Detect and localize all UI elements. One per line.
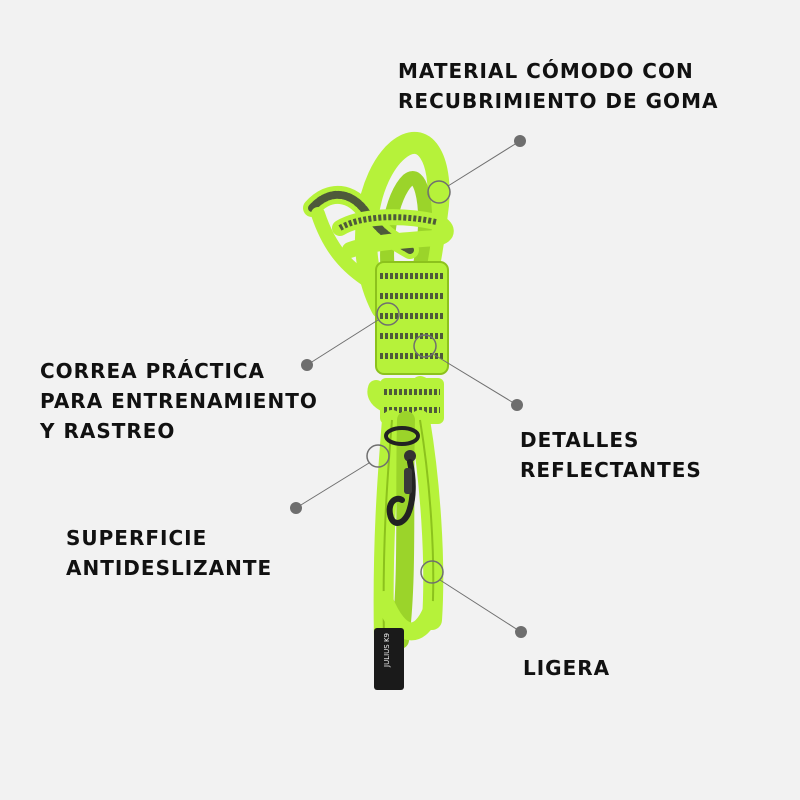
callout-connector-correa (301, 302, 400, 371)
callout-text-line: CORREA PRÁCTICA (40, 359, 266, 383)
callout-text-line: DETALLES (520, 428, 640, 452)
snap-hook-icon (384, 426, 420, 526)
leash-cross-strap-reflective (338, 214, 437, 231)
callout-text-line: PARA ENTRENAMIENTO (40, 389, 318, 413)
leash-tag: JULIUS K9 (374, 628, 404, 690)
callout-text-line: MATERIAL CÓMODO CON (398, 59, 694, 83)
callout-connectors (290, 135, 527, 638)
callout-material-label: MATERIAL CÓMODO CON RECUBRIMIENTO DE GOM… (398, 56, 718, 116)
callout-text-line: RECUBRIMIENTO DE GOMA (398, 89, 719, 113)
callout-connector-superficie (290, 444, 390, 514)
callout-connector-material (427, 135, 526, 204)
callout-connector-detalles (413, 334, 523, 411)
callout-superficie-label: SUPERFICIE ANTIDESLIZANTE (66, 523, 272, 583)
callout-text-line: REFLECTANTES (520, 458, 702, 482)
tag-brand-logo: JULIUS K9 (383, 633, 391, 668)
callout-detalles-label: DETALLES REFLECTANTES (520, 425, 702, 485)
callout-connector-ligera (420, 560, 527, 638)
callout-correa-label: CORREA PRÁCTICA PARA ENTRENAMIENTO Y RAS… (40, 356, 318, 446)
leash-left-drop (311, 207, 377, 289)
callout-text-line: LIGERA (523, 656, 611, 680)
callout-text-line: ANTIDESLIZANTE (66, 556, 273, 580)
callout-text-line: Y RASTREO (40, 419, 176, 443)
leash-bundle (367, 261, 449, 424)
callout-ligera-label: LIGERA (523, 653, 610, 683)
callout-text-line: SUPERFICIE (66, 526, 208, 550)
